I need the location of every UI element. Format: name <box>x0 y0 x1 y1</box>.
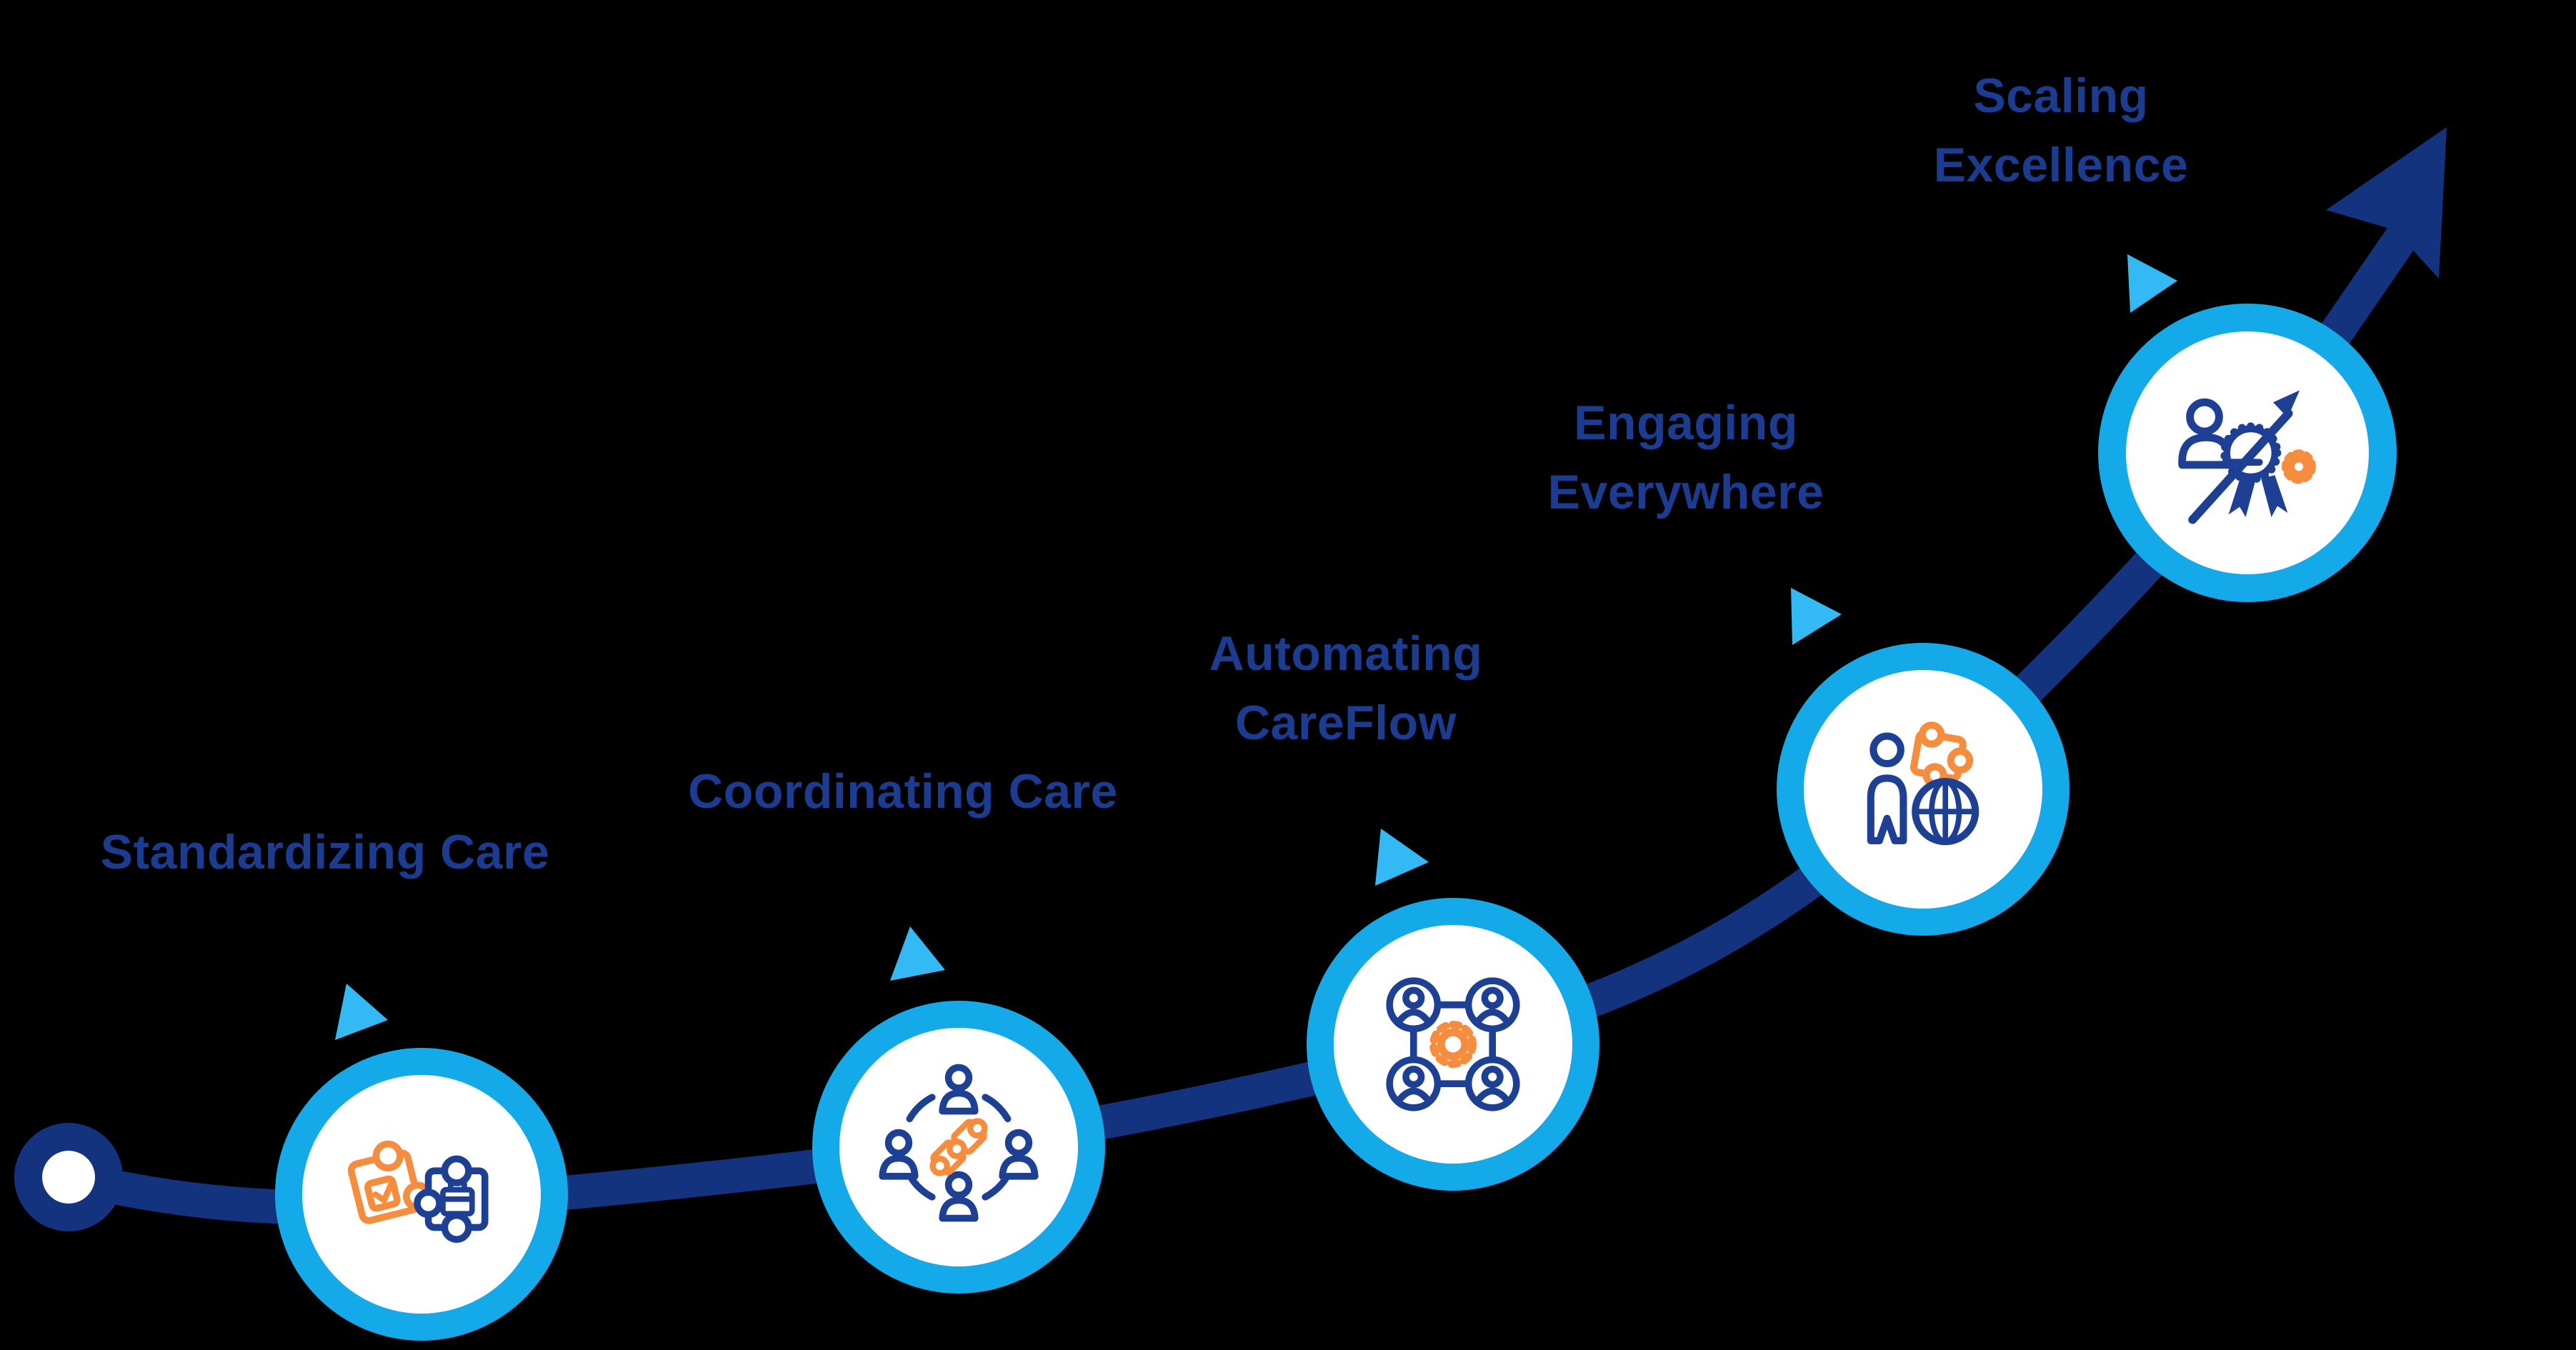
milestone-label-standardizing-care: Standardizing Care <box>100 825 550 879</box>
milestone-node-3 <box>1307 898 1599 1191</box>
path-marker-triangle-icon <box>890 926 945 981</box>
connected-users-gear-icon <box>1386 977 1520 1111</box>
puzzle-check-calendar-icon <box>347 1140 489 1244</box>
path-marker-triangle-icon <box>335 984 388 1040</box>
path-marker-triangle-icon <box>1375 829 1429 886</box>
journey-start-dot <box>14 1123 123 1231</box>
milestone-node-4 <box>1777 643 2070 936</box>
growth-arrow-head-icon <box>2326 127 2447 279</box>
milestone-node-2 <box>812 1001 1105 1294</box>
milestone-node-5 <box>2098 304 2397 602</box>
milestone-label-engaging-everywhere: Engaging Everywhere <box>1547 396 1824 519</box>
milestone-label-coordinating-care: Coordinating Care <box>688 764 1118 819</box>
path-marker-triangle-icon <box>2127 254 2177 313</box>
milestone-label-automating-careflow: Automating CareFlow <box>1209 626 1483 750</box>
milestone-label-scaling-excellence: Scaling Excellence <box>1933 69 2189 192</box>
person-puzzle-globe-icon <box>1867 721 1980 846</box>
milestone-node-1 <box>275 1048 568 1341</box>
team-circle-puzzle-icon <box>879 1064 1039 1222</box>
award-growth-arrow-gear-icon <box>2178 390 2317 524</box>
path-marker-triangle-icon <box>1791 588 1842 645</box>
path-marker-triangles <box>335 254 2177 1040</box>
